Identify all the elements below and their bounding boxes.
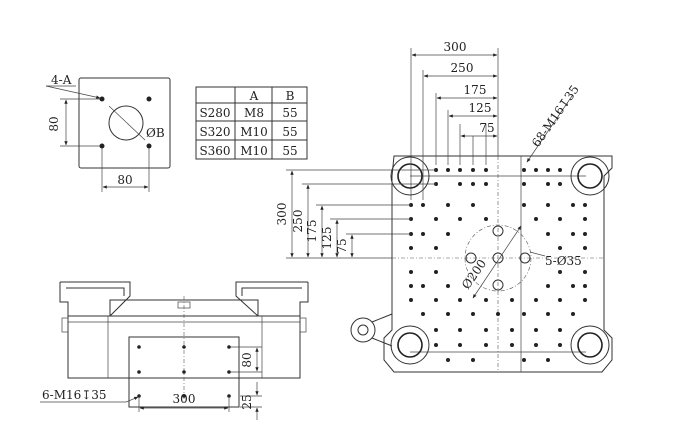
platen-v-dim-75: 75: [335, 238, 349, 253]
platen-center-holes-label: 5-Ø35: [545, 254, 582, 268]
small-plate-height-dim: 80: [47, 116, 61, 131]
small-plate-hole: [99, 96, 105, 102]
table-cell: 55: [282, 144, 297, 158]
small-plate-hole: [99, 143, 105, 149]
side-view-thread-label: 6-M16↧35: [42, 388, 107, 402]
table-header: B: [286, 89, 295, 103]
platen-h-dim-250: 250: [451, 61, 474, 75]
platen-v-dim-300: 300: [275, 203, 289, 226]
table-cell: S360: [199, 144, 230, 158]
tie-bar-boss: [570, 156, 610, 196]
platen-h-dim-175: 175: [464, 83, 487, 97]
platen-outline: [383, 155, 613, 373]
spec-table: A B S280 M8 55 S320 M10 55 S360 M10 55: [195, 86, 308, 160]
tie-bar-hole: [397, 163, 423, 189]
tie-bar-boss: [390, 325, 430, 365]
side-view-offset-dim: 25: [240, 394, 254, 409]
small-plate-center-label: ØB: [146, 126, 165, 140]
table-cell: 55: [282, 106, 297, 120]
small-plate-view: 4-A ØB 80 80: [45, 73, 171, 192]
small-plate-diameter-line: [108, 105, 146, 141]
small-plate-hole-label: 4-A: [51, 73, 72, 87]
platen-h-dim-300: 300: [444, 40, 467, 54]
table-cell: M10: [240, 125, 268, 139]
tie-bar-hole: [577, 332, 603, 358]
platen-v-dim-125: 125: [320, 227, 334, 250]
table-cell: M8: [244, 106, 264, 120]
small-plate-hole: [146, 96, 152, 102]
platen-thread-label: 68-M16↧35: [529, 83, 582, 150]
platen-h-dim-125: 125: [469, 101, 492, 115]
table-header: A: [249, 89, 259, 103]
platen-v-dim-250: 250: [291, 210, 305, 233]
side-view-height-dim: 80: [240, 352, 254, 367]
platen-thread-leader: [526, 95, 573, 163]
tie-bar-boss: [390, 156, 430, 196]
small-plate-outline: [78, 77, 171, 169]
tie-bar-hole: [577, 163, 603, 189]
table-border: [195, 86, 308, 160]
side-lug: [350, 317, 376, 343]
small-plate-hole: [146, 143, 152, 149]
small-plate-center-bore: [108, 105, 144, 141]
side-view-width-dim: 300: [173, 392, 196, 406]
table-cell: S320: [199, 125, 230, 139]
platen-v-dim-175: 175: [305, 220, 319, 243]
side-view: 6-M16↧35 300 80 25: [40, 281, 309, 420]
mounting-holes: [409, 168, 587, 362]
platen-h-dim-75: 75: [479, 121, 494, 135]
small-plate-width-dim: 80: [117, 173, 132, 187]
platen-circle-label: Ø200: [459, 257, 489, 292]
table-cell: S280: [199, 106, 230, 120]
tie-bar-hole: [397, 332, 423, 358]
table-cell: 55: [282, 125, 297, 139]
platen-view: Ø200 5-Ø35: [275, 40, 613, 373]
tie-bar-boss: [570, 325, 610, 365]
hole-leader-line: [45, 85, 101, 99]
thread-leader-line: [125, 396, 139, 403]
table-cell: M10: [240, 144, 268, 158]
diameter-line: [472, 225, 522, 299]
